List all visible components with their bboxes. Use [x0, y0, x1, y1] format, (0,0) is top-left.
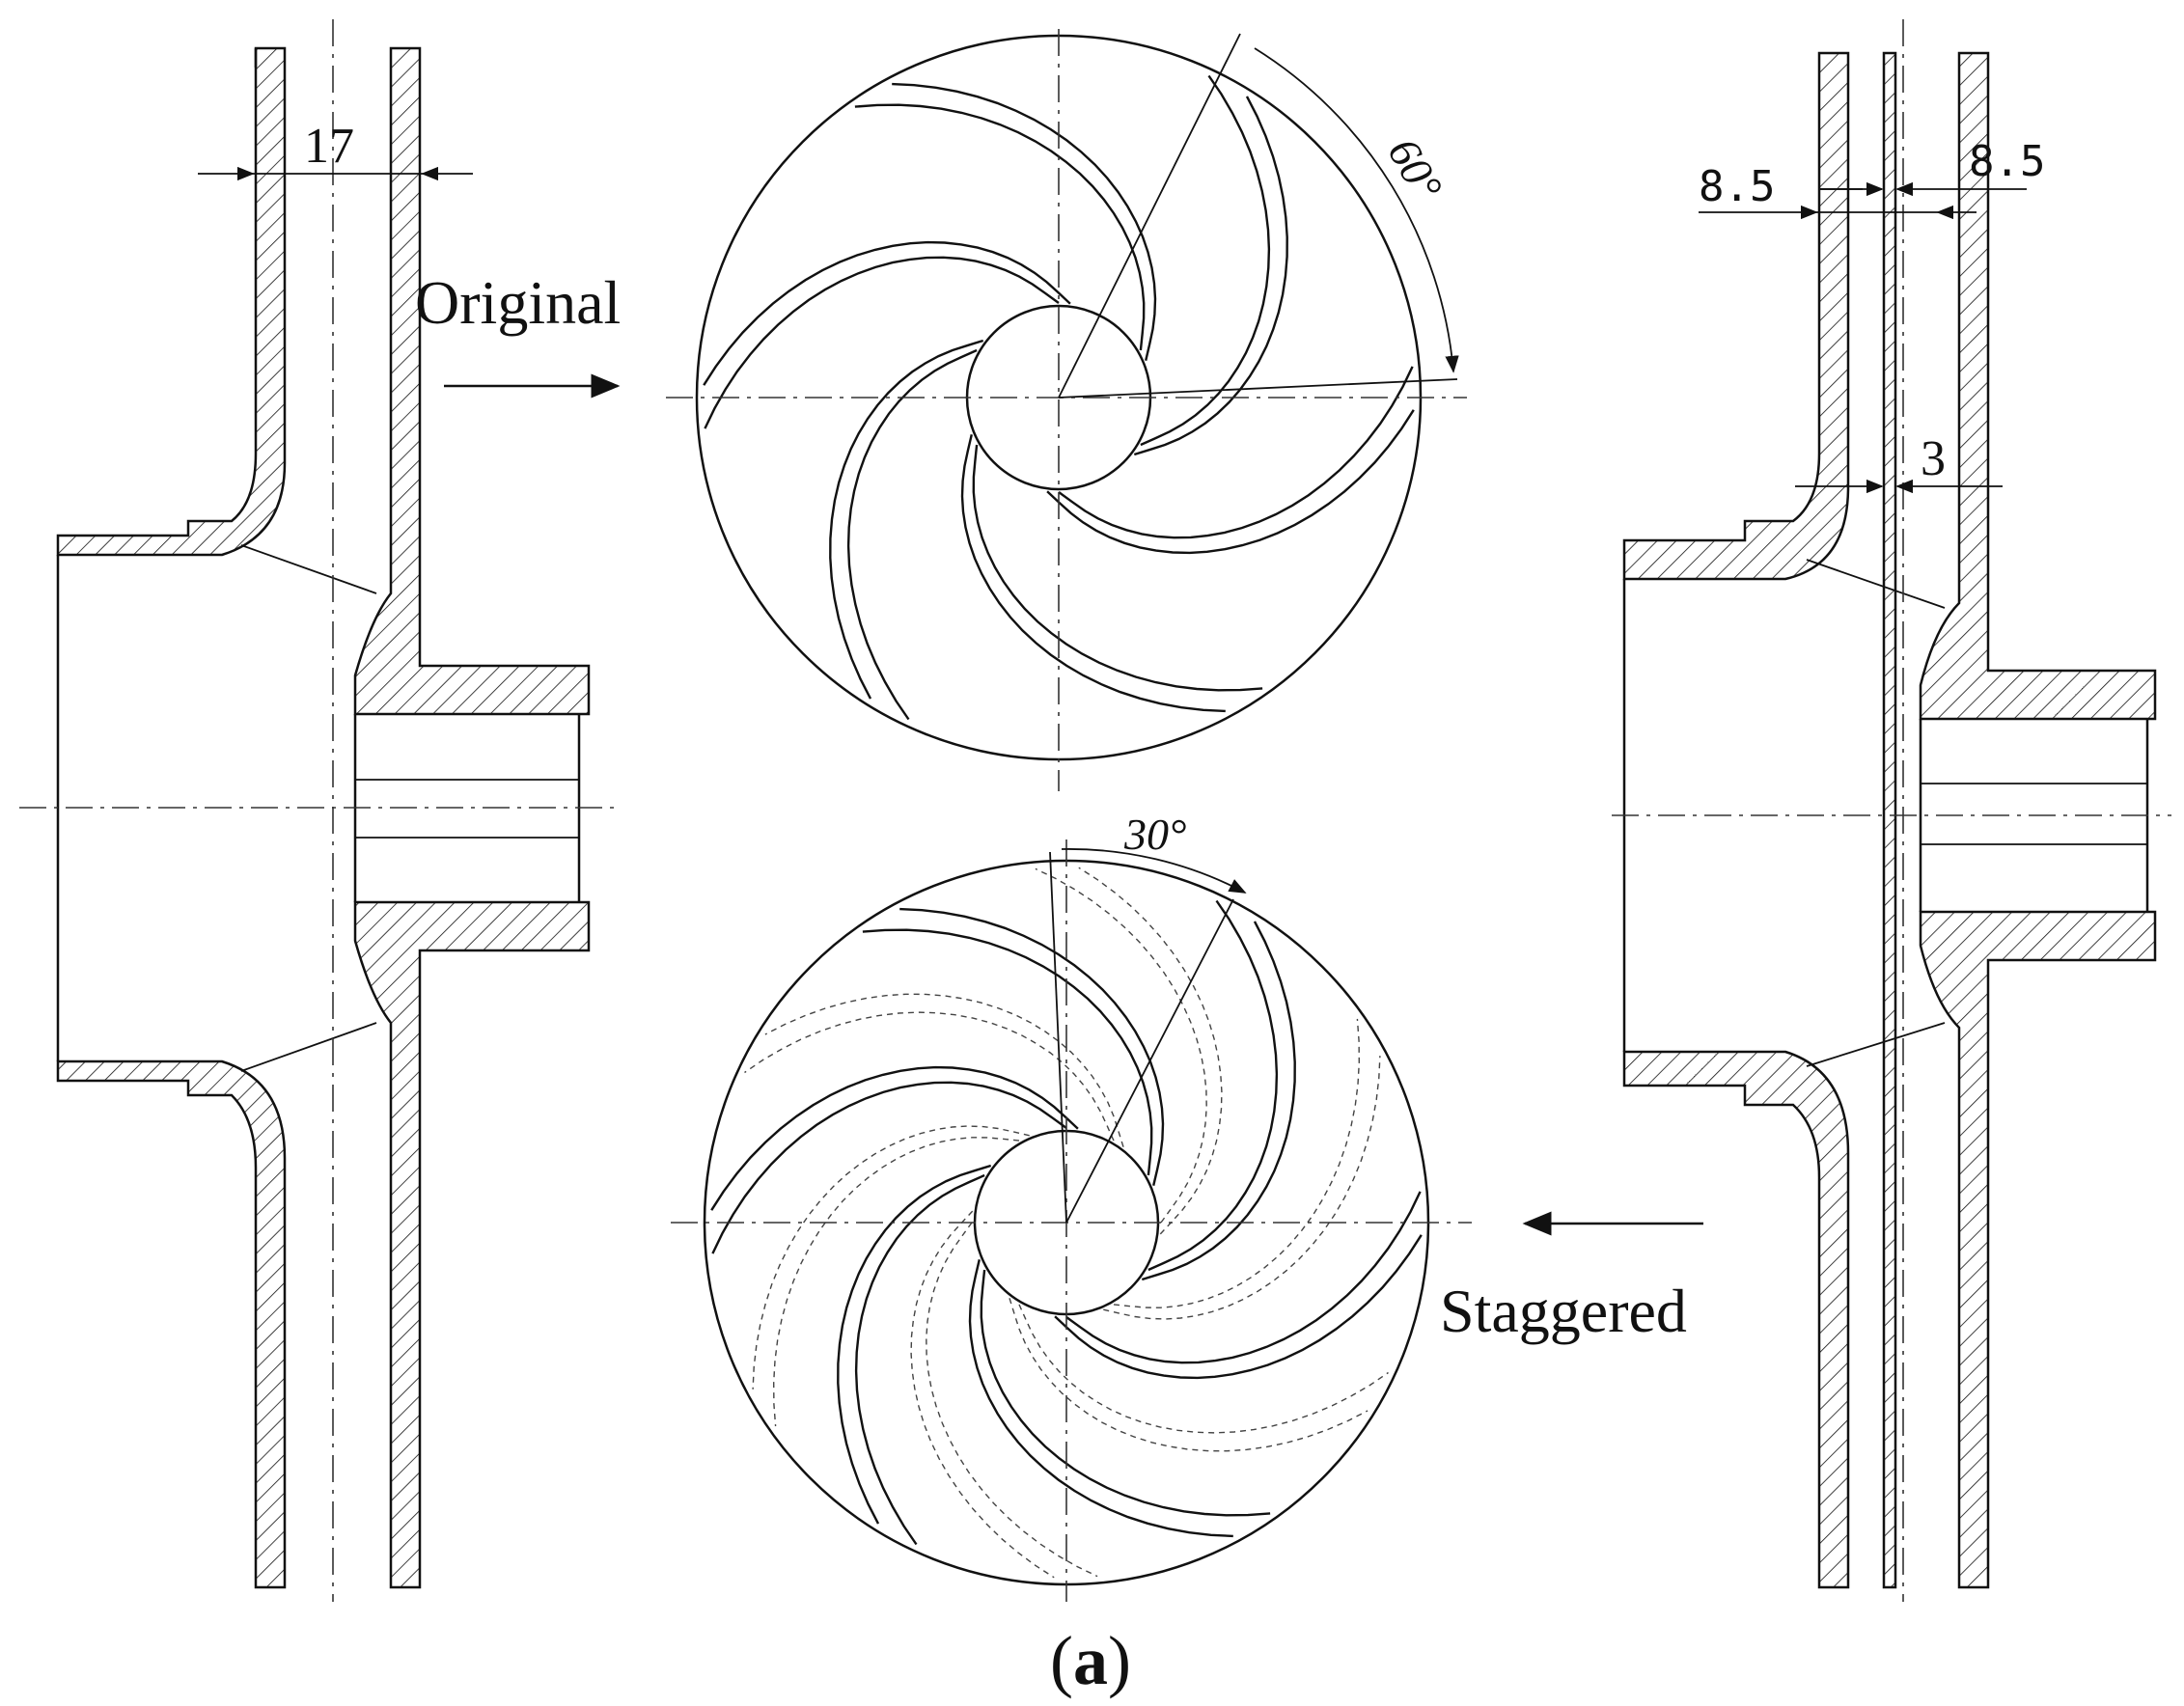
caption-close-paren: ) — [1108, 1622, 1131, 1699]
left-cross-section: 17 — [19, 19, 618, 1602]
staggered-front-blade-6-a — [862, 928, 1153, 1176]
staggered-front-blade-5-a — [711, 1081, 1067, 1254]
right-upper-shroud-wall — [1622, 51, 1850, 581]
caption-open-paren: ( — [1050, 1622, 1073, 1699]
left-lower-shroud-wall — [56, 1059, 287, 1589]
staggered-rear-blade-4-a — [772, 1137, 1020, 1427]
staggered-front-blade-1-b — [1141, 921, 1296, 1281]
staggered-impeller-plan: 30° — [671, 810, 1472, 1602]
staggered-rear-blade-5-a — [744, 1011, 1115, 1142]
original-blade-1-a — [1140, 74, 1271, 447]
right-splitter-dimension: 3 — [1921, 431, 1946, 486]
staggered-rear-blade-3-b — [910, 1210, 1055, 1579]
staggered-rear-blade-6-a — [1035, 867, 1207, 1224]
original-label: Original — [415, 268, 621, 337]
original-angle-label: 60° — [1378, 130, 1451, 208]
original-blade-4-a — [846, 348, 978, 721]
staggered-rear-blade-2-b — [1009, 1298, 1368, 1452]
right-right-width-dimension: 8.5 — [1969, 137, 2045, 186]
original-impeller-plan: 60° — [666, 29, 1467, 791]
right-upper-hub-wall — [1919, 51, 2157, 721]
staggered-front-blade-3-b — [968, 1259, 1233, 1538]
original-arrow-group: Original — [415, 268, 621, 399]
original-blade-5-a — [704, 256, 1060, 429]
staggered-front-blade-2-b — [1054, 1234, 1423, 1380]
original-blade-3-a — [972, 444, 1263, 692]
right-splitter-plate — [1882, 51, 1897, 1589]
staggered-front-blade-1-a — [1147, 899, 1279, 1272]
staggered-rear-blade-6-b — [1078, 867, 1223, 1235]
right-left-width-dimension: 8.5 — [1699, 162, 1775, 211]
left-upper-hub-wall — [353, 46, 591, 716]
left-upper-shroud-left-wall — [56, 46, 287, 557]
staggered-rear-blade-3-a — [926, 1222, 1098, 1578]
original-blade-1-b — [1133, 96, 1288, 456]
staggered-rear-blade-1-a — [1113, 1018, 1361, 1308]
staggered-rear-blade-2-a — [1018, 1304, 1389, 1434]
staggered-arrow-group: Staggered — [1440, 1211, 1703, 1345]
original-blade-3-b — [960, 434, 1226, 713]
caption-letter: a — [1073, 1622, 1108, 1699]
right-cross-section: 8.5 8.5 3 — [1612, 19, 2171, 1602]
right-lower-hub-wall — [1919, 910, 2157, 1589]
staggered-front-blade-4-a — [854, 1173, 985, 1546]
original-blade-2-a — [1058, 366, 1414, 539]
staggered-front-blade-5-b — [710, 1065, 1079, 1211]
staggered-rear-blade-1-b — [1103, 1056, 1381, 1320]
staggered-rear-blade-5-b — [764, 993, 1124, 1147]
left-width-dimension: 17 — [304, 119, 354, 174]
original-blade-4-b — [829, 339, 984, 700]
staggered-angle-label: 30° — [1123, 810, 1186, 859]
staggered-front-blade-2-a — [1065, 1191, 1422, 1364]
figure-caption: (a) — [1050, 1622, 1131, 1699]
staggered-front-blade-3-a — [980, 1269, 1271, 1517]
staggered-front-blade-4-b — [837, 1164, 992, 1525]
original-blade-6-a — [854, 103, 1146, 351]
staggered-front-blade-6-b — [899, 907, 1165, 1186]
original-blade-2-b — [1046, 409, 1415, 555]
staggered-label: Staggered — [1440, 1277, 1687, 1345]
original-blade-6-b — [892, 82, 1157, 361]
staggered-rear-blade-4-b — [752, 1125, 1030, 1390]
original-blade-5-b — [703, 240, 1071, 386]
left-lower-hub-wall — [353, 900, 591, 1589]
